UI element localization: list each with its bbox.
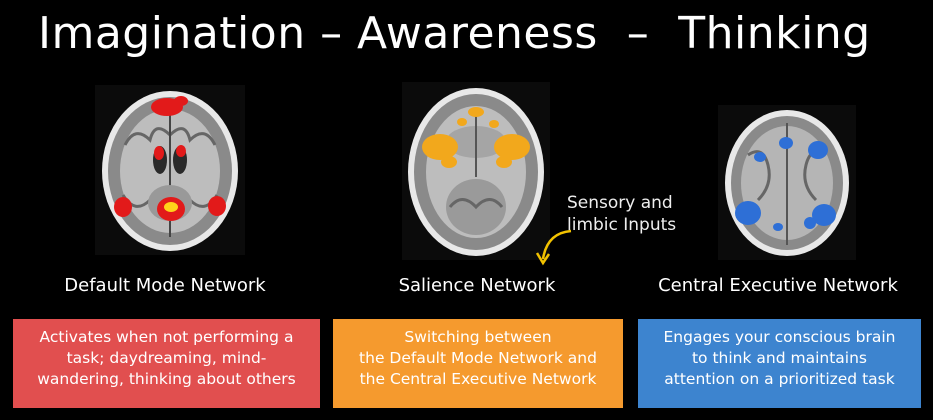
box-line: attention on a prioritized task (664, 370, 895, 388)
description-box-default-mode: Activates when not performing a task; da… (13, 319, 320, 408)
box-line: Switching between (404, 328, 552, 346)
dmn-activations (114, 96, 226, 221)
box-line: the Default Mode Network and (359, 349, 597, 367)
cen-activations (735, 137, 836, 231)
brain-scan-default-mode (95, 85, 245, 255)
slide-title: Imagination – Awareness – Thinking (38, 8, 871, 59)
box-line: wandering, thinking about others (37, 370, 296, 388)
box-line: task; daydreaming, mind- (66, 349, 267, 367)
salience-activations (422, 107, 530, 168)
brain-scan-salience (402, 82, 550, 260)
description-box-salience: Switching between the Default Mode Netwo… (333, 319, 623, 408)
network-label-salience: Salience Network (398, 275, 556, 296)
annotation-line-1: Sensory and (567, 193, 673, 213)
network-label-default-mode: Default Mode Network (64, 275, 266, 296)
description-box-central-executive: Engages your conscious brain to think an… (638, 319, 921, 408)
box-line: the Central Executive Network (359, 370, 597, 388)
annotation-line-2: limbic Inputs (567, 215, 677, 235)
brain-scan-central-executive (718, 105, 856, 260)
curved-arrow-icon (535, 229, 572, 266)
network-label-central-executive: Central Executive Network (658, 275, 898, 296)
box-line: to think and maintains (691, 349, 868, 367)
sensory-limbic-annotation: Sensory and limbic Inputs (567, 192, 676, 236)
box-line: Engages your conscious brain (663, 328, 896, 346)
box-line: Activates when not performing a (39, 328, 294, 346)
